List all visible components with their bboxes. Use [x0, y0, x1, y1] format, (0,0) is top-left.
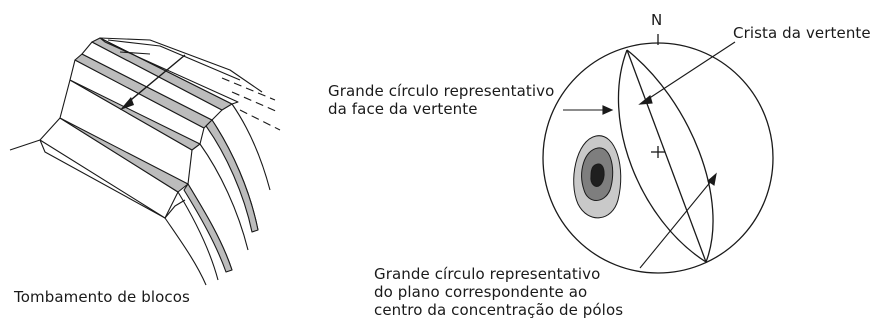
plane-leader-line [639, 179, 713, 269]
slope-face-label-line-1: Grande círculo representativo [328, 82, 555, 100]
hinge-curve-6 [231, 103, 271, 191]
left-figure-caption: Tombamento de blocos [14, 288, 190, 306]
crest-label: Crista da vertente [733, 24, 871, 42]
block-top-edge-2 [107, 39, 241, 81]
contour-inner [590, 163, 605, 187]
toppling-blocks-sketch [9, 37, 281, 286]
stereonet [542, 34, 774, 274]
block-top-edge-3 [119, 51, 151, 55]
slope-base-line [9, 139, 186, 219]
slope-face-label-line-2: da face da vertente [328, 100, 478, 118]
slope-face-leader-head [602, 105, 614, 115]
plane-great-circle [617, 49, 707, 263]
dashed-joint-1 [221, 77, 276, 101]
movement-arrow-shaft [125, 54, 186, 105]
leader-arrows [563, 41, 736, 269]
plane-leader-head [707, 172, 717, 186]
north-label: N [651, 11, 663, 29]
hinge-curve-2 [177, 191, 219, 281]
pole-concentration-contours [573, 135, 622, 219]
hinge-strip [183, 183, 233, 273]
block-top-edge [99, 37, 263, 93]
plane-label-line-1: Grande círculo representativo [374, 265, 601, 283]
plane-label-line-3: centro da concentração de pólos [374, 301, 624, 319]
plane-label-line-2: do plano correspondente ao [374, 283, 588, 301]
slope-face-great-circle [626, 49, 714, 263]
movement-arrow-head [120, 97, 134, 110]
block-5-face [99, 37, 239, 105]
dashed-joint-2 [231, 91, 279, 113]
crest-line [626, 49, 707, 263]
hinge-strip-2 [205, 119, 259, 233]
crest-leader-line [644, 41, 736, 102]
crest-leader-head [638, 95, 653, 105]
dashed-joint-3 [239, 109, 281, 131]
hinge-curve-4 [199, 143, 249, 251]
hinge-curve-1 [164, 217, 207, 286]
